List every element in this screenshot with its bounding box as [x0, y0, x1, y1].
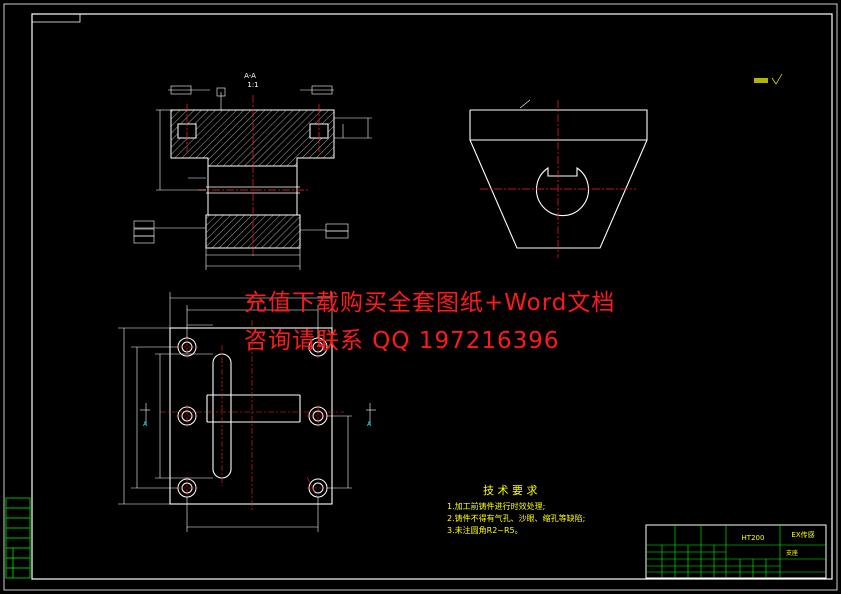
title-block: HT200 EX传感 支座 [645, 524, 827, 579]
tech-item-1: 1.加工前铸件进行时效处理; [447, 501, 545, 511]
watermark-line-1: 充值下载购买全套图纸+Word文档 [244, 290, 616, 316]
section-label: A-A [244, 72, 256, 80]
tech-item-2: 2.铸件不得有气孔、沙眼、缩孔等缺陷; [447, 513, 585, 523]
roughness-note [754, 73, 783, 85]
top-view: A A [118, 292, 376, 532]
svg-text:A: A [367, 421, 372, 428]
title-part: 支座 [786, 549, 798, 557]
section-scale: 1:1 [247, 81, 258, 89]
section-view-aa: A-A 1:1 [133, 72, 372, 270]
title-name: EX传感 [791, 530, 814, 539]
side-strip-table [5, 497, 31, 579]
title-material: HT200 [742, 534, 765, 542]
drawing-frame [3, 3, 838, 591]
svg-text:A: A [143, 421, 148, 428]
tech-item-3: 3.未注圆角R2~R5。 [447, 525, 523, 535]
side-view [469, 99, 648, 258]
watermark-line-2: 咨询请联系 QQ 197216396 [244, 328, 560, 354]
tech-title: 技 术 要 求 [483, 484, 538, 497]
tech-requirements: 技 术 要 求 1.加工前铸件进行时效处理; 2.铸件不得有气孔、沙眼、缩孔等缺… [447, 484, 585, 535]
